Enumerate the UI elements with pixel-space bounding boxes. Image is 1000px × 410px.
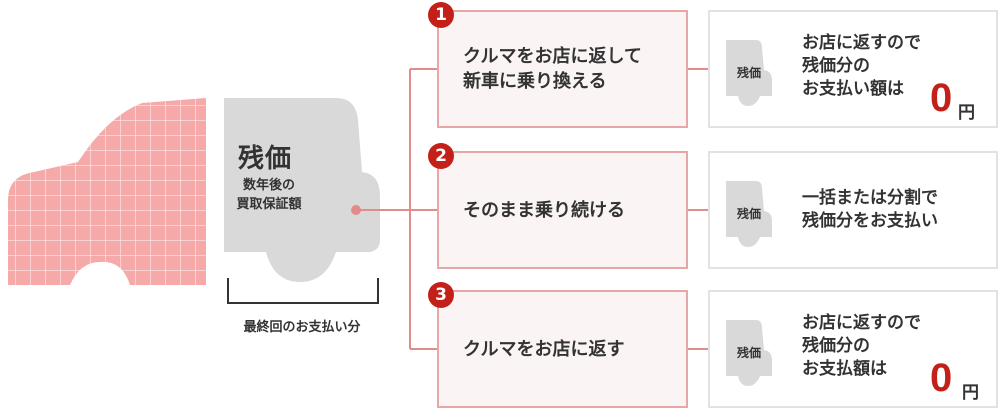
option-box-1: クルマをお店に返して 新車に乗り換える — [437, 10, 688, 128]
result-text-2: 一括または分割で 残価分をお支払い — [802, 188, 938, 231]
car-residual-title: 残価 — [238, 144, 293, 174]
result-value-1: 0 — [930, 76, 953, 120]
option-box-3: クルマをお店に返す — [437, 290, 688, 408]
option-box-2: そのまま乗り続ける — [437, 151, 688, 269]
mini-car-icon — [726, 40, 772, 106]
car-front-grid — [8, 98, 206, 285]
result-label-3: 残価 — [736, 346, 761, 360]
connector-tree — [356, 68, 708, 350]
option-number-badge-1: 1 — [428, 2, 454, 28]
car-subtitle-line2: 買取保証額 — [236, 197, 302, 212]
option-text-3: クルマをお店に返す — [463, 338, 625, 360]
car-subtitle-line1: 数年後の — [242, 178, 295, 193]
connector-origin-dot — [351, 205, 361, 215]
option-number-badge-2: 2 — [428, 143, 454, 169]
mini-car-icon — [726, 320, 772, 386]
car-rear-residual — [224, 98, 380, 282]
bracket-label: 最終回のお支払い分 — [243, 320, 361, 335]
result-unit-3: 円 — [962, 383, 979, 403]
result-box-3: 残価 お店に返すので 残価分の お支払額は 0 円 — [708, 290, 998, 408]
result-box-2: 残価 一括または分割で 残価分をお支払い — [708, 151, 998, 269]
result-label-1: 残価 — [736, 66, 761, 80]
option-text-1: クルマをお店に返して 新車に乗り換える — [463, 46, 642, 92]
result-text-3: お店に返すので 残価分の お支払額は — [802, 313, 921, 379]
result-value-3: 0 — [930, 356, 953, 400]
result-box-1: 残価 お店に返すので 残価分の お支払い額は 0 円 — [708, 10, 998, 128]
payment-bracket — [227, 278, 379, 304]
result-label-2: 残価 — [736, 207, 761, 221]
option-number-badge-3: 3 — [428, 282, 454, 308]
result-unit-1: 円 — [958, 103, 975, 123]
car-residual-subtitle: 数年後の 買取保証額 — [226, 176, 312, 214]
result-text-1: お店に返すので 残価分の お支払い額は — [802, 33, 921, 99]
mini-car-icon — [726, 181, 772, 247]
option-text-2: そのまま乗り続ける — [463, 199, 625, 221]
